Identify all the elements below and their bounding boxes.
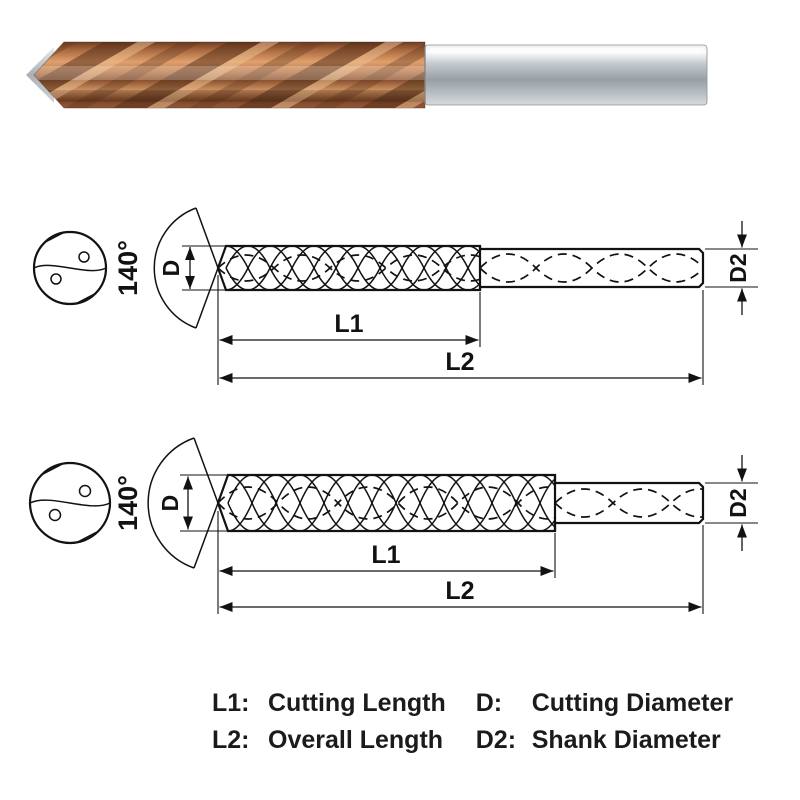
end-view [28,461,112,545]
shank-highlight [430,48,703,53]
drill-outline [216,244,705,292]
point-angle-label: 140° [113,240,143,296]
dimension-d2: D2 [705,221,758,315]
drill-product-photo [26,41,708,109]
flute-helix-lines [218,475,555,531]
cutting-length-label: L1 [371,541,400,569]
shank-diameter-label: D2 [725,488,751,517]
dimension-l1: L1 [217,275,481,385]
technical-drawing-2: 140° D [28,437,758,614]
coolant-hole-icon [50,273,62,285]
legend-label: Overall Length [268,726,444,754]
coolant-hole-icon [48,508,62,522]
drill-body [216,244,705,292]
flute-spiral-texture [34,42,425,108]
end-view [32,230,108,306]
point-angle: 140° [113,207,219,329]
point-angle: 140° [113,437,219,569]
overall-length-label: L2 [445,348,474,376]
drill-body [216,473,705,533]
technical-drawing-1: 140° D [32,207,758,385]
coolant-hole-icon [78,484,92,498]
coolant-channel-lines [555,488,703,518]
flute-helix-lines [218,246,480,290]
dimension-l2: L2 [219,525,704,614]
dimension-d2: D2 [705,455,758,551]
dimension-l1: L1 [217,511,556,614]
legend-abbr: D: [475,689,503,717]
dimension-l2: L2 [219,290,704,385]
shank-diameter-label: D2 [725,253,751,282]
drill-outline [216,473,705,533]
dimension-d: D [157,474,242,532]
legend-item: L2: Overall Length [212,722,446,759]
legend-label: Cutting Diameter [531,689,734,717]
legend: L1: Cutting Length L2: Overall Length D:… [212,685,733,759]
legend-item: D: Cutting Diameter [476,685,733,722]
legend-abbr: L2: [212,726,250,754]
point-angle-label: 140° [113,475,143,531]
dimension-d: D [158,245,240,291]
cutting-diameter-label: D [157,495,183,512]
cutting-diameter-label: D [158,260,184,277]
legend-item: L1: Cutting Length [212,685,446,722]
legend-label: Cutting Length [268,689,446,717]
coolant-channel-lines [480,253,703,283]
overall-length-label: L2 [445,577,474,605]
cutting-length-label: L1 [334,310,363,338]
legend-abbr: D2: [475,726,517,754]
coolant-hole-icon [78,251,90,263]
drill-shank-section [424,44,708,106]
legend-item: D2: Shank Diameter [476,722,733,759]
legend-label: Shank Diameter [531,726,721,754]
legend-abbr: L1: [212,689,250,717]
